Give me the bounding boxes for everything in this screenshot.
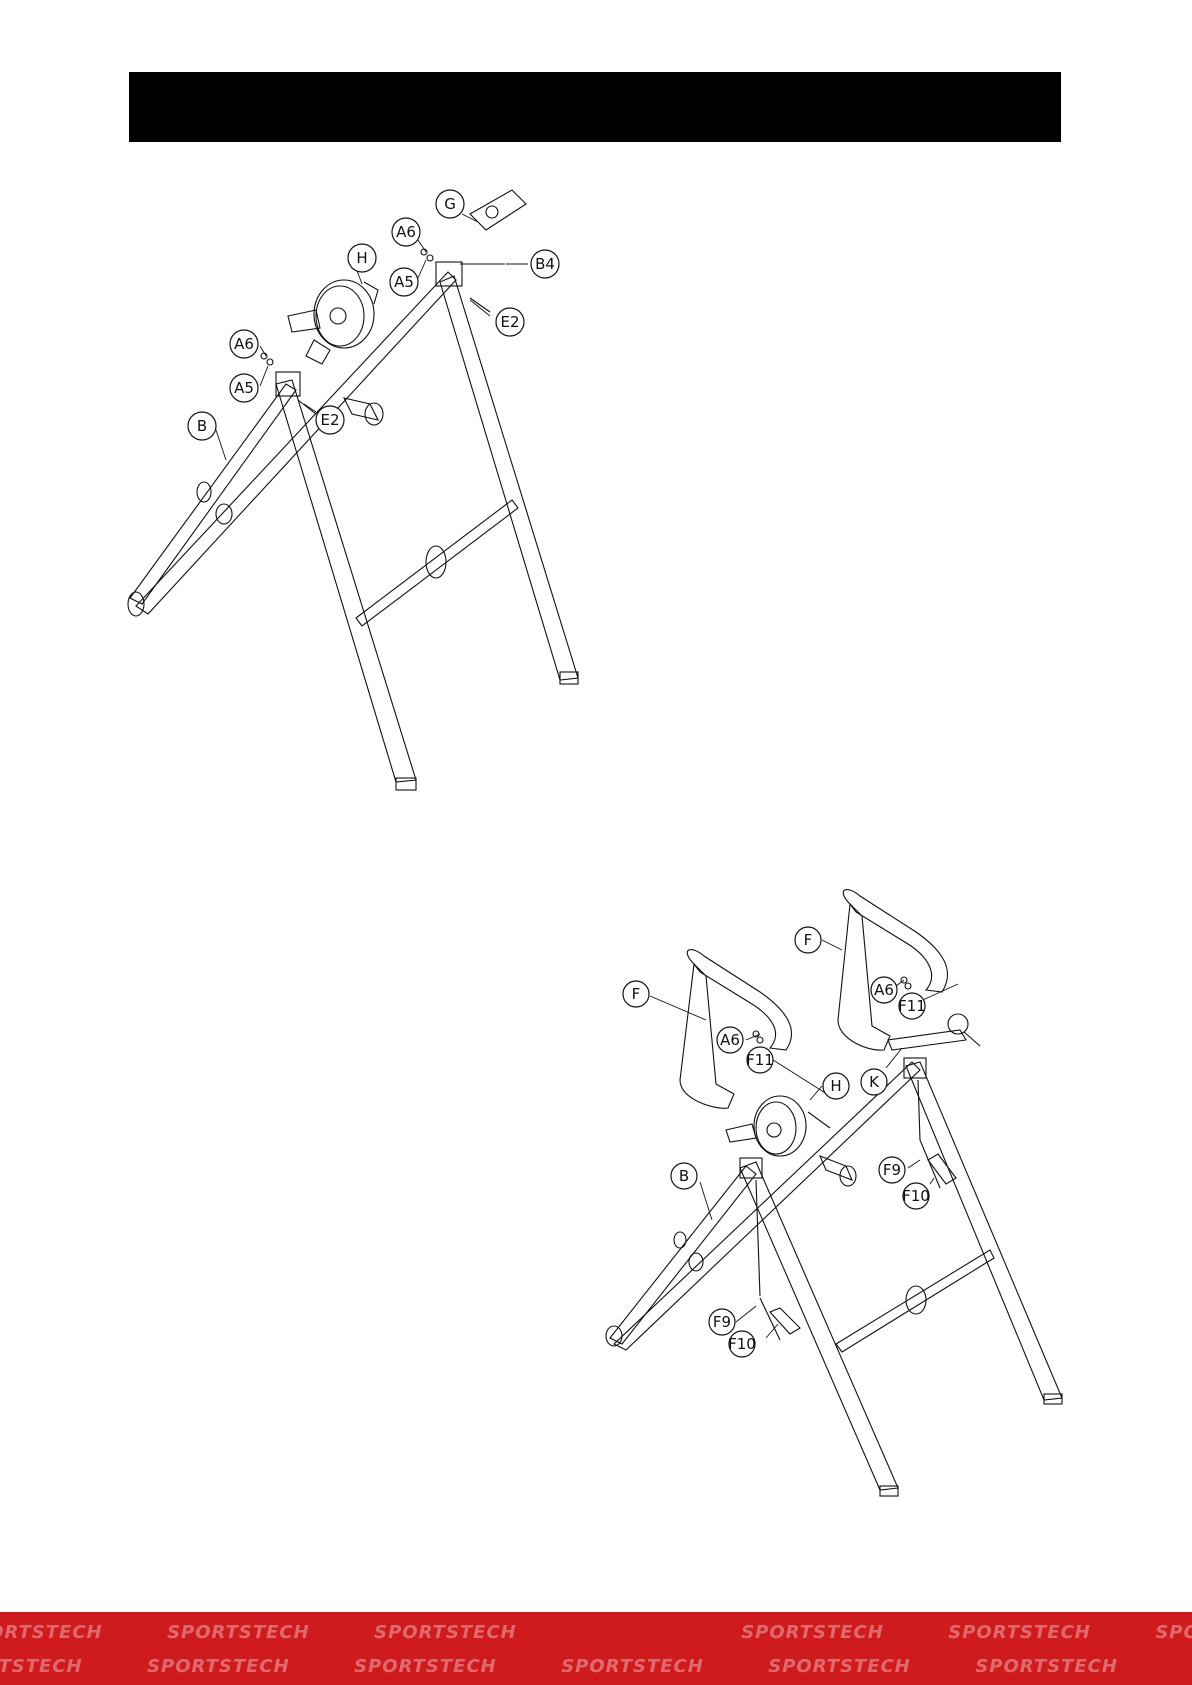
svg-text:G: G: [444, 195, 456, 213]
svg-text:F9: F9: [713, 1313, 731, 1331]
svg-text:A6: A6: [396, 223, 416, 241]
callout-f11-right: F11: [898, 993, 926, 1019]
callout-h: H: [348, 244, 376, 272]
brand-footer-band: SPORTSTECH SPORTSTECH SPORTSTECH SPORTST…: [0, 1612, 1192, 1685]
brand-watermark: SPORTSTECH: [0, 1622, 103, 1643]
svg-text:H: H: [356, 249, 367, 267]
svg-text:A5: A5: [394, 273, 414, 291]
svg-text:F: F: [632, 985, 641, 1003]
svg-text:F10: F10: [902, 1187, 930, 1205]
brand-watermark: SPORTSTECH: [975, 1656, 1118, 1677]
figure2-frame: [606, 890, 1062, 1496]
callout-a6-top: A6: [392, 218, 420, 246]
callout-e2-right: E2: [496, 308, 524, 336]
svg-text:B: B: [679, 1167, 689, 1185]
callout-f11-left: F11: [746, 1047, 774, 1073]
callout-f-left: F: [623, 981, 649, 1007]
svg-text:F9: F9: [883, 1161, 901, 1179]
svg-text:F11: F11: [898, 997, 926, 1015]
callout-g: G: [436, 190, 464, 218]
svg-text:E2: E2: [320, 411, 339, 429]
callout-b: B: [188, 412, 216, 440]
figure1-frame: [128, 190, 578, 790]
callout-a6-right: A6: [871, 977, 897, 1003]
svg-text:B4: B4: [535, 255, 555, 273]
brand-watermark: SPORTSTECH: [0, 1656, 83, 1677]
svg-text:E2: E2: [500, 313, 519, 331]
brand-watermark: SPORTSTECH: [167, 1622, 310, 1643]
svg-text:B: B: [197, 417, 207, 435]
brand-watermark: SPORTSTECH: [948, 1622, 1091, 1643]
callout-b4: B4: [531, 250, 559, 278]
brand-watermark: SPORTSTECH: [768, 1656, 911, 1677]
callout-f10-right: F10: [902, 1183, 930, 1209]
brand-watermark: SPORTSTECH: [374, 1622, 517, 1643]
callout-k: K: [861, 1069, 887, 1095]
brand-watermark: SPORTSTECH: [741, 1622, 884, 1643]
brand-watermark: SPORTSTECH: [354, 1656, 497, 1677]
callout-f-right: F: [795, 927, 821, 953]
callout-a6-left: A6: [230, 330, 258, 358]
callout-b: B: [671, 1163, 697, 1189]
callout-e2-left: E2: [316, 406, 344, 434]
brand-watermark-row: SPORTSTECH SPORTSTECH SPORTSTECH SPORTST…: [0, 1622, 1192, 1643]
svg-text:A6: A6: [234, 335, 254, 353]
svg-text:A5: A5: [234, 379, 254, 397]
svg-text:F11: F11: [746, 1051, 774, 1069]
svg-text:A6: A6: [874, 981, 894, 999]
callout-a5-left: A5: [230, 374, 258, 402]
svg-text:K: K: [869, 1073, 880, 1091]
brand-watermark: SPORTSTECH: [561, 1656, 704, 1677]
brand-watermark: SPORTSTECH: [1155, 1622, 1192, 1643]
brand-watermark: SPORTSTECH: [147, 1656, 290, 1677]
callout-h: H: [823, 1073, 849, 1099]
callout-f10-left: F10: [728, 1331, 756, 1357]
brand-watermark-row: SPORTSTECH SPORTSTECH SPORTSTECH SPORTST…: [0, 1656, 1178, 1677]
callout-f9-right: F9: [879, 1157, 905, 1183]
svg-text:F10: F10: [728, 1335, 756, 1353]
svg-text:A6: A6: [720, 1031, 740, 1049]
svg-text:F: F: [804, 931, 813, 949]
callout-f9-left: F9: [709, 1309, 735, 1335]
svg-text:H: H: [830, 1077, 841, 1095]
callout-a5-top: A5: [390, 268, 418, 296]
callout-a6-left: A6: [717, 1027, 743, 1053]
